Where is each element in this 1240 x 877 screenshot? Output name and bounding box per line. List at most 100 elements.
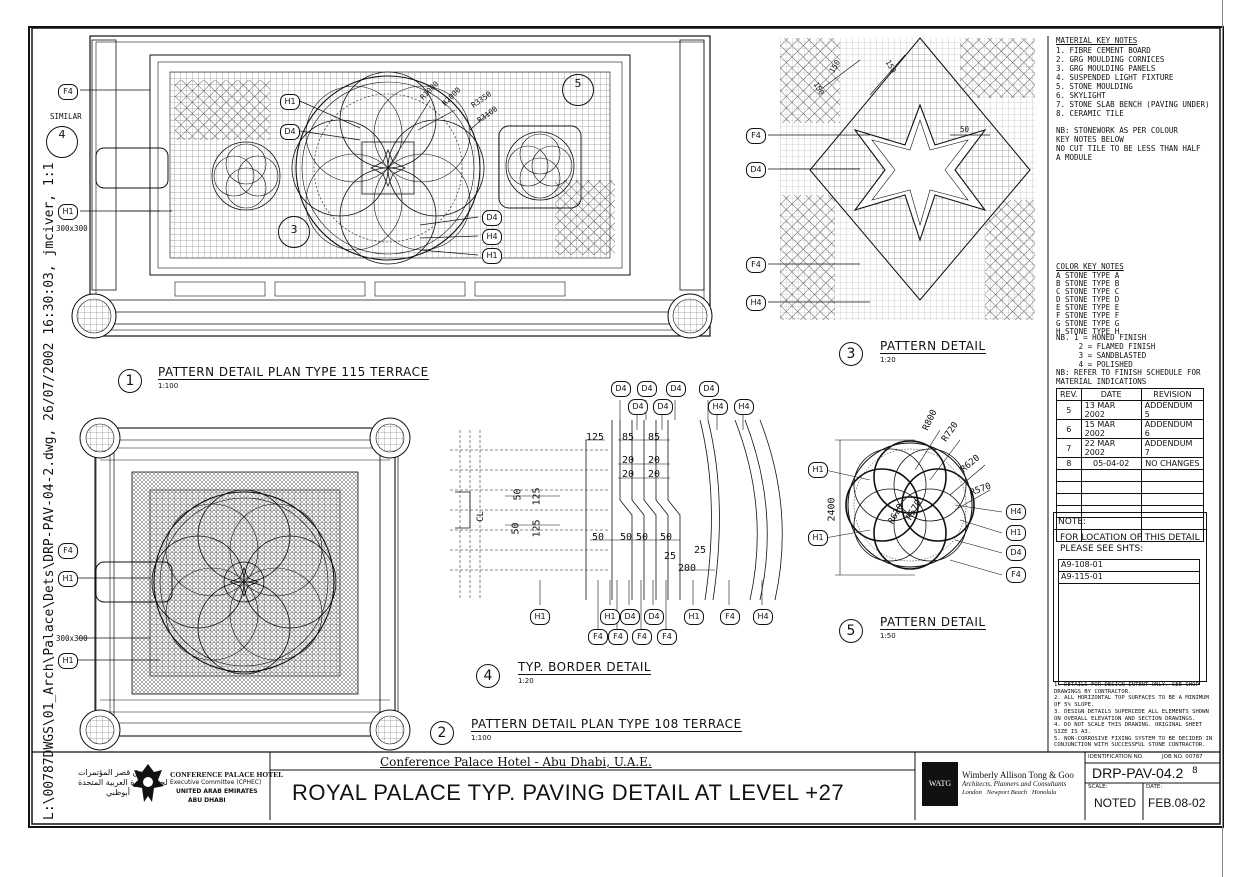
rev-cell: 6: [1056, 419, 1082, 439]
tag-h1: H1: [600, 609, 620, 625]
firm-cities: London Newport Beach Honolulu: [962, 789, 1057, 796]
table-row: 8 05-04-02 NO CHANGES: [1056, 457, 1205, 470]
note-ref: A9-108-01: [1058, 559, 1200, 572]
ref-4: 4: [58, 128, 66, 141]
dim-50: 50: [960, 125, 970, 134]
material-key-item: 3. GRG MOULDING PANELS: [1056, 64, 1156, 73]
dim-2400: 2400: [826, 497, 838, 522]
detail-1-title: PATTERN DETAIL PLAN TYPE 115 TERRACE: [158, 365, 429, 380]
date-value: FEB.08-02: [1148, 796, 1206, 810]
tag-f4: F4: [588, 629, 608, 645]
dim: 125: [586, 432, 605, 443]
detail-2-plan: [78, 417, 411, 751]
desc-cell: NO CHANGES: [1140, 457, 1205, 470]
desc-cell: ADDENDUM 7: [1140, 438, 1205, 458]
detail-3-star: [768, 37, 1035, 320]
tag-d4: D4: [280, 124, 300, 140]
dim: 20: [648, 469, 661, 480]
location-note-box: NOTE: FOR LOCATION OF THIS DETAIL PLEASE…: [1053, 512, 1207, 685]
dim: 50: [636, 532, 649, 543]
detail-5-scale: 1:50: [880, 632, 896, 640]
firm-name: Wimberly Allison Tong & Goo: [962, 770, 1074, 780]
material-key-item: 7. STONE SLAB BENCH (PAVING UNDER): [1056, 100, 1210, 109]
detail-1-plan: [71, 35, 713, 339]
tag-d4: D4: [637, 381, 657, 397]
tag-h1: H1: [808, 530, 828, 546]
tag-h1: H1: [1006, 525, 1026, 541]
dim: 125: [531, 487, 543, 506]
tag-f4: F4: [746, 128, 766, 144]
detail-5-number: 5: [839, 619, 863, 643]
color-key-item: C STONE TYPE C: [1056, 287, 1120, 296]
detail-2-title: PATTERN DETAIL PLAN TYPE 108 TERRACE: [471, 717, 742, 732]
project-name: Conference Palace Hotel - Abu Dhabi, U.A…: [380, 755, 652, 769]
detail-2-scale: 1:100: [471, 734, 492, 742]
tag-f4: F4: [1006, 567, 1026, 583]
desc-cell: ADDENDUM 5: [1140, 400, 1205, 420]
date-cell: 22 MAR 2002: [1080, 438, 1142, 458]
dim: 50: [592, 532, 605, 543]
tag-d4: D4: [644, 609, 664, 625]
detail-3-title: PATTERN DETAIL: [880, 339, 986, 354]
dim: 50: [620, 532, 633, 543]
material-key-note: NB: STONEWORK AS PER COLOUR KEY NOTES BE…: [1056, 126, 1201, 162]
color-key-item: F STONE TYPE F: [1056, 311, 1120, 320]
tag-h1: H1: [684, 609, 704, 625]
tag-f4: F4: [58, 543, 78, 559]
tag-d4: D4: [699, 381, 719, 397]
ref-bubble-4: 4: [46, 126, 78, 158]
tag-h1: H1: [58, 571, 78, 587]
drawing-number: DRP-PAV-04.2: [1092, 765, 1184, 781]
revision-table: REV. DATE REVISION 5 13 MAR 2002 ADDENDU…: [1056, 388, 1205, 542]
tag-h4: H4: [708, 399, 728, 415]
color-key-item: E STONE TYPE E: [1056, 303, 1120, 312]
tag-f4: F4: [632, 629, 652, 645]
date-cell: 15 MAR 2002: [1080, 419, 1142, 439]
dim: 50: [660, 532, 673, 543]
tag-d4: D4: [482, 210, 502, 226]
dim: 50: [512, 488, 524, 501]
scale-value: NOTED: [1094, 796, 1136, 810]
tag-h1: H1: [58, 204, 78, 220]
ref-3: 3: [290, 223, 298, 236]
ref-5: 5: [574, 77, 582, 90]
file-path-stamp: L:\00787DWGS\01_Arch\Palace\Dets\DRP-PAV…: [42, 162, 57, 820]
detail-1-number: 1: [118, 369, 142, 393]
revision-mark: 8: [1192, 766, 1198, 776]
tag-d4: D4: [628, 399, 648, 415]
firm-logo: WATG: [922, 762, 958, 806]
revision-header: REVISION: [1140, 388, 1205, 401]
dim: 20: [622, 469, 635, 480]
client-name: CONFERENCE PALACE HOTEL: [170, 770, 284, 779]
dim: 125: [531, 519, 543, 538]
detail-4-title: TYP. BORDER DETAIL: [518, 660, 652, 675]
client-arabic: فندق قصر المؤتمرات لجنة الإدارة العربية …: [78, 768, 168, 797]
detail-4-number: 4: [476, 664, 500, 688]
dim: 85: [622, 432, 635, 443]
rev-cell: 8: [1056, 457, 1082, 470]
finish-schedule-note: NB: REFER TO FINISH SCHEDULE FOR MATERIA…: [1056, 368, 1201, 386]
firm-subtitle: Architects, Planners and Consultants: [962, 780, 1067, 788]
dim: 50: [510, 522, 522, 535]
tag-f4: F4: [746, 257, 766, 273]
material-key-item: 5. STONE MOULDING: [1056, 82, 1133, 91]
uae-eagle-emblem: [132, 764, 164, 802]
dim-300x300: 300x300: [56, 224, 88, 233]
detail-2-number: 2: [430, 721, 454, 745]
detail-3-scale: 1:20: [880, 356, 896, 364]
tag-h1: H1: [482, 248, 502, 264]
sheet-border: [28, 26, 1224, 828]
date-header: DATE: [1080, 388, 1142, 401]
material-key-item: 4. SUSPENDED LIGHT FIXTURE: [1056, 73, 1174, 82]
color-key-item: B STONE TYPE B: [1056, 279, 1120, 288]
detail-5-title: PATTERN DETAIL: [880, 615, 986, 630]
detail-4-scale: 1:20: [518, 677, 534, 685]
color-key-item: G STONE TYPE G: [1056, 319, 1120, 328]
id-label: IDENTIFICATION NO.: [1088, 754, 1144, 760]
desc-cell: ADDENDUM 6: [1140, 419, 1205, 439]
rev-header: REV.: [1056, 388, 1082, 401]
dim: 200: [678, 563, 697, 574]
tag-d4: D4: [666, 381, 686, 397]
dim: 85: [648, 432, 661, 443]
